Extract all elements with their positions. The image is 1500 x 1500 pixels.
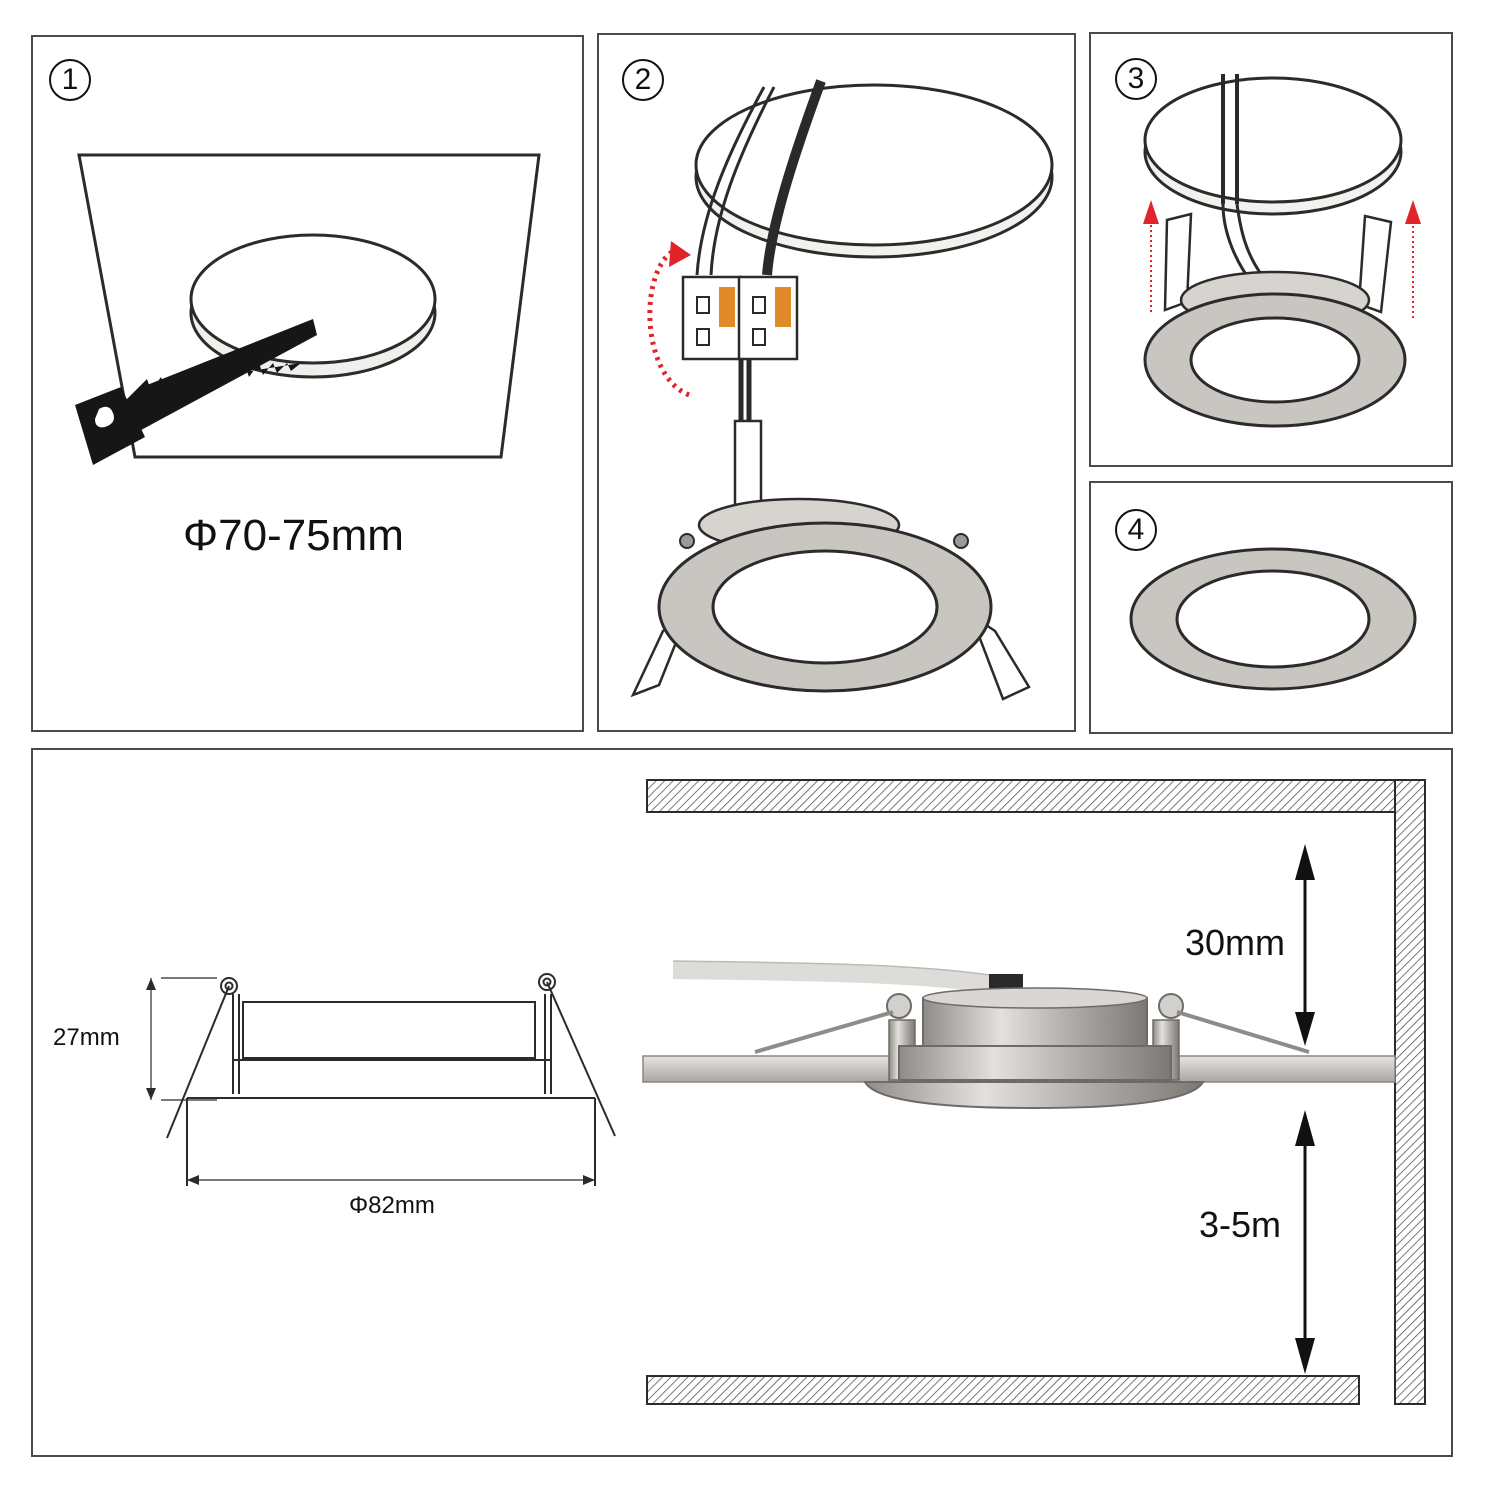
wire-connector-right [737,275,799,361]
spring-right [1158,993,1310,1054]
ceiling-slab [646,779,1396,813]
step-2-number: 2 [622,59,664,101]
wall [1394,779,1426,1405]
clearance-label: 30mm [1185,922,1286,963]
push-up-arrow-left [1143,200,1159,312]
mounting-height-label: 3-5m [1199,1204,1282,1245]
saw-icon [75,319,317,465]
step-4-illustration [1129,547,1417,691]
step-3-illustration [1143,74,1421,428]
step-1-number: 1 [49,59,91,101]
step-2-panel: 2 [597,33,1076,732]
mounting-height-arrow [1295,1110,1315,1374]
height-dimension-label: 27mm [53,1024,120,1051]
step-3-panel: 3 [1089,32,1453,467]
black-wire [762,79,826,276]
push-up-arrow-right [1405,200,1421,318]
diameter-dimension-label: Φ82mm [349,1192,435,1219]
step-4-number: 4 [1115,509,1157,551]
step-1-panel: 1 Φ70-75mm [31,35,584,732]
floor [646,1375,1360,1405]
step-4-panel: 4 [1089,481,1453,734]
spring-left [754,993,912,1054]
profile-drawing [150,973,616,1186]
dimensions-panel: 27mm Φ82mm 30mm 3-5m [31,748,1453,1457]
spring-clip-right [1357,214,1393,314]
hole-diameter-label: Φ70-75mm [183,511,404,560]
mains-cable [709,86,776,276]
cut-disc [189,233,437,365]
clearance-arrow [1295,844,1315,1046]
step-1-illustration [75,153,541,465]
step-2-illustration [630,79,1054,701]
dimensions-illustration [146,779,1426,1405]
rotate-arrow [647,246,691,398]
fixture-trim [863,1081,1205,1110]
step-3-number: 3 [1115,58,1157,100]
power-cable [672,961,1015,997]
wire-connector-left [681,275,743,361]
